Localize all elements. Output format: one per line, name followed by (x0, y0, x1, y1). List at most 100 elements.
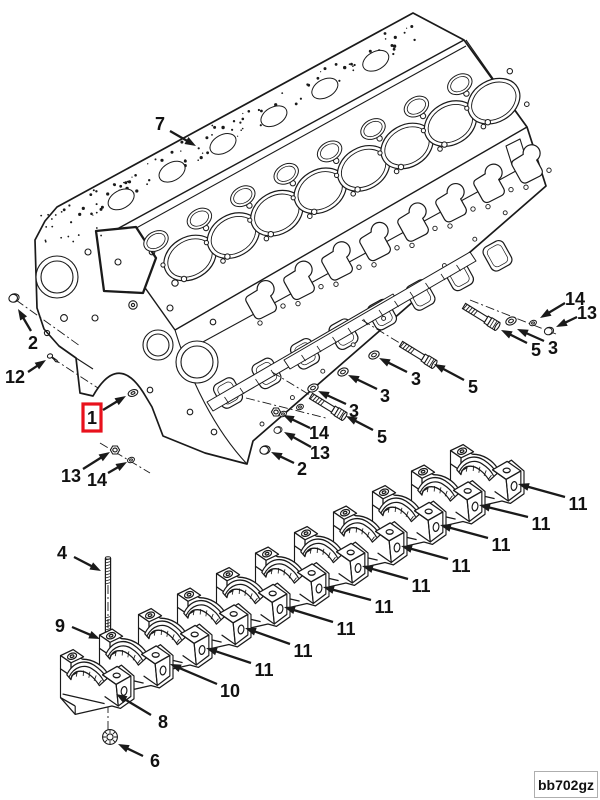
callout-arrowhead (440, 524, 452, 532)
callout-number[interactable]: 8 (158, 712, 168, 732)
skirt-bolt-hole (381, 315, 387, 321)
callout-7[interactable]: 7 (155, 114, 196, 146)
callout-3[interactable]: 3 (517, 329, 558, 358)
callout-number[interactable]: 6 (150, 751, 160, 771)
callout-14[interactable]: 14 (283, 415, 329, 443)
callout-arrowhead (88, 630, 100, 639)
callout-11[interactable]: 11 (479, 503, 551, 534)
callout-arrow (124, 746, 144, 758)
callout-3[interactable]: 3 (318, 391, 359, 421)
callout-number[interactable]: 5 (468, 377, 478, 397)
callout-arrowhead (271, 452, 283, 461)
callout-arrowhead (245, 627, 257, 636)
deck-opening (403, 95, 430, 118)
callout-number[interactable]: 1 (87, 408, 97, 428)
callout-8[interactable]: 8 (116, 694, 168, 732)
callout-number[interactable]: 12 (5, 367, 25, 387)
callout-11[interactable]: 11 (362, 565, 431, 596)
callout-number[interactable]: 14 (565, 289, 585, 309)
callout-11[interactable]: 11 (206, 647, 274, 680)
figure-code-box: bb702gz (534, 771, 598, 798)
callout-5[interactable]: 5 (501, 330, 541, 360)
callout-number[interactable]: 14 (309, 423, 329, 443)
callout-number[interactable]: 11 (336, 619, 355, 639)
callout-arrow (289, 417, 311, 430)
callout-12[interactable]: 12 (5, 360, 46, 387)
callout-arrow (440, 366, 465, 382)
item-1-target-plug (127, 388, 139, 398)
callout-number[interactable]: 7 (155, 114, 165, 134)
callout-11[interactable]: 11 (401, 545, 471, 576)
callout-number[interactable]: 3 (380, 386, 390, 406)
callout-3[interactable]: 3 (348, 375, 390, 406)
callout-number[interactable]: 2 (297, 459, 307, 479)
callout-number[interactable]: 11 (531, 514, 550, 534)
callout-13[interactable]: 13 (61, 452, 110, 486)
callout-number[interactable]: 3 (411, 369, 421, 389)
callout-number[interactable]: 11 (491, 535, 510, 555)
callout-number[interactable]: 10 (220, 681, 240, 701)
callout-number[interactable]: 11 (374, 597, 393, 617)
callout-14[interactable]: 14 (540, 289, 585, 318)
deck-bolt-hole (307, 213, 313, 219)
callout-11[interactable]: 11 (245, 627, 313, 661)
callout-arrowhead (115, 462, 127, 471)
callout-number[interactable]: 11 (254, 660, 273, 680)
deck-bolt-hole (393, 168, 400, 175)
callout-14[interactable]: 14 (87, 462, 127, 490)
callout-number[interactable]: 14 (87, 470, 107, 490)
callout-number[interactable]: 11 (451, 556, 470, 576)
callout-number[interactable]: 11 (568, 494, 587, 514)
cylinder-bore (467, 77, 521, 125)
callout-arrow (73, 555, 95, 569)
callout-number[interactable]: 13 (310, 443, 330, 463)
washer-item-3 (504, 314, 518, 328)
callout-1[interactable]: 1 (81, 396, 126, 433)
callout-9[interactable]: 9 (55, 616, 100, 639)
callout-4[interactable]: 4 (57, 543, 101, 571)
washer-item-3 (367, 348, 381, 362)
callout-2[interactable]: 2 (18, 309, 38, 353)
deck-opening (360, 118, 386, 140)
callout-number[interactable]: 13 (577, 303, 597, 323)
callout-arrow (507, 332, 528, 345)
callout-5[interactable]: 5 (346, 416, 387, 447)
callout-arrowhead (401, 545, 413, 553)
cylinder-deck-bores (143, 68, 530, 283)
callout-13[interactable]: 13 (556, 303, 597, 327)
callout-number[interactable]: 4 (57, 543, 67, 563)
callout-3[interactable]: 3 (379, 358, 421, 389)
callout-number[interactable]: 3 (548, 338, 558, 358)
centerline (245, 397, 327, 419)
callout-11[interactable]: 11 (518, 483, 588, 514)
callout-10[interactable]: 10 (170, 664, 240, 701)
callout-arrow (447, 525, 489, 540)
callout-number[interactable]: 3 (349, 401, 359, 421)
callout-number[interactable]: 5 (531, 340, 541, 360)
callout-number[interactable]: 11 (293, 641, 312, 661)
callout-number[interactable]: 9 (55, 616, 65, 636)
loose-fasteners-and-plugs (7, 291, 556, 745)
callout-number[interactable]: 2 (28, 333, 38, 353)
callout-2[interactable]: 2 (271, 452, 307, 479)
callout-13[interactable]: 13 (284, 432, 330, 463)
callout-arrowhead (323, 586, 335, 594)
callout-arrow (546, 302, 566, 315)
callout-number[interactable]: 5 (377, 427, 387, 447)
callout-arrowhead (89, 562, 101, 571)
plug-item-13 (109, 445, 121, 455)
deck-bolt-hole (354, 186, 361, 193)
callout-arrow (71, 625, 94, 637)
callout-arrowhead (362, 565, 374, 573)
callout-arrowhead (518, 483, 530, 491)
deck-bolt-hole (441, 141, 448, 148)
callout-11[interactable]: 11 (440, 524, 511, 555)
callout-11[interactable]: 11 (284, 606, 356, 639)
callout-11[interactable]: 11 (323, 586, 394, 617)
deck-bolt-hole (290, 195, 296, 201)
callout-number[interactable]: 11 (411, 576, 430, 596)
callout-5[interactable]: 5 (434, 364, 478, 397)
callout-number[interactable]: 13 (61, 466, 81, 486)
callout-6[interactable]: 6 (118, 744, 160, 771)
